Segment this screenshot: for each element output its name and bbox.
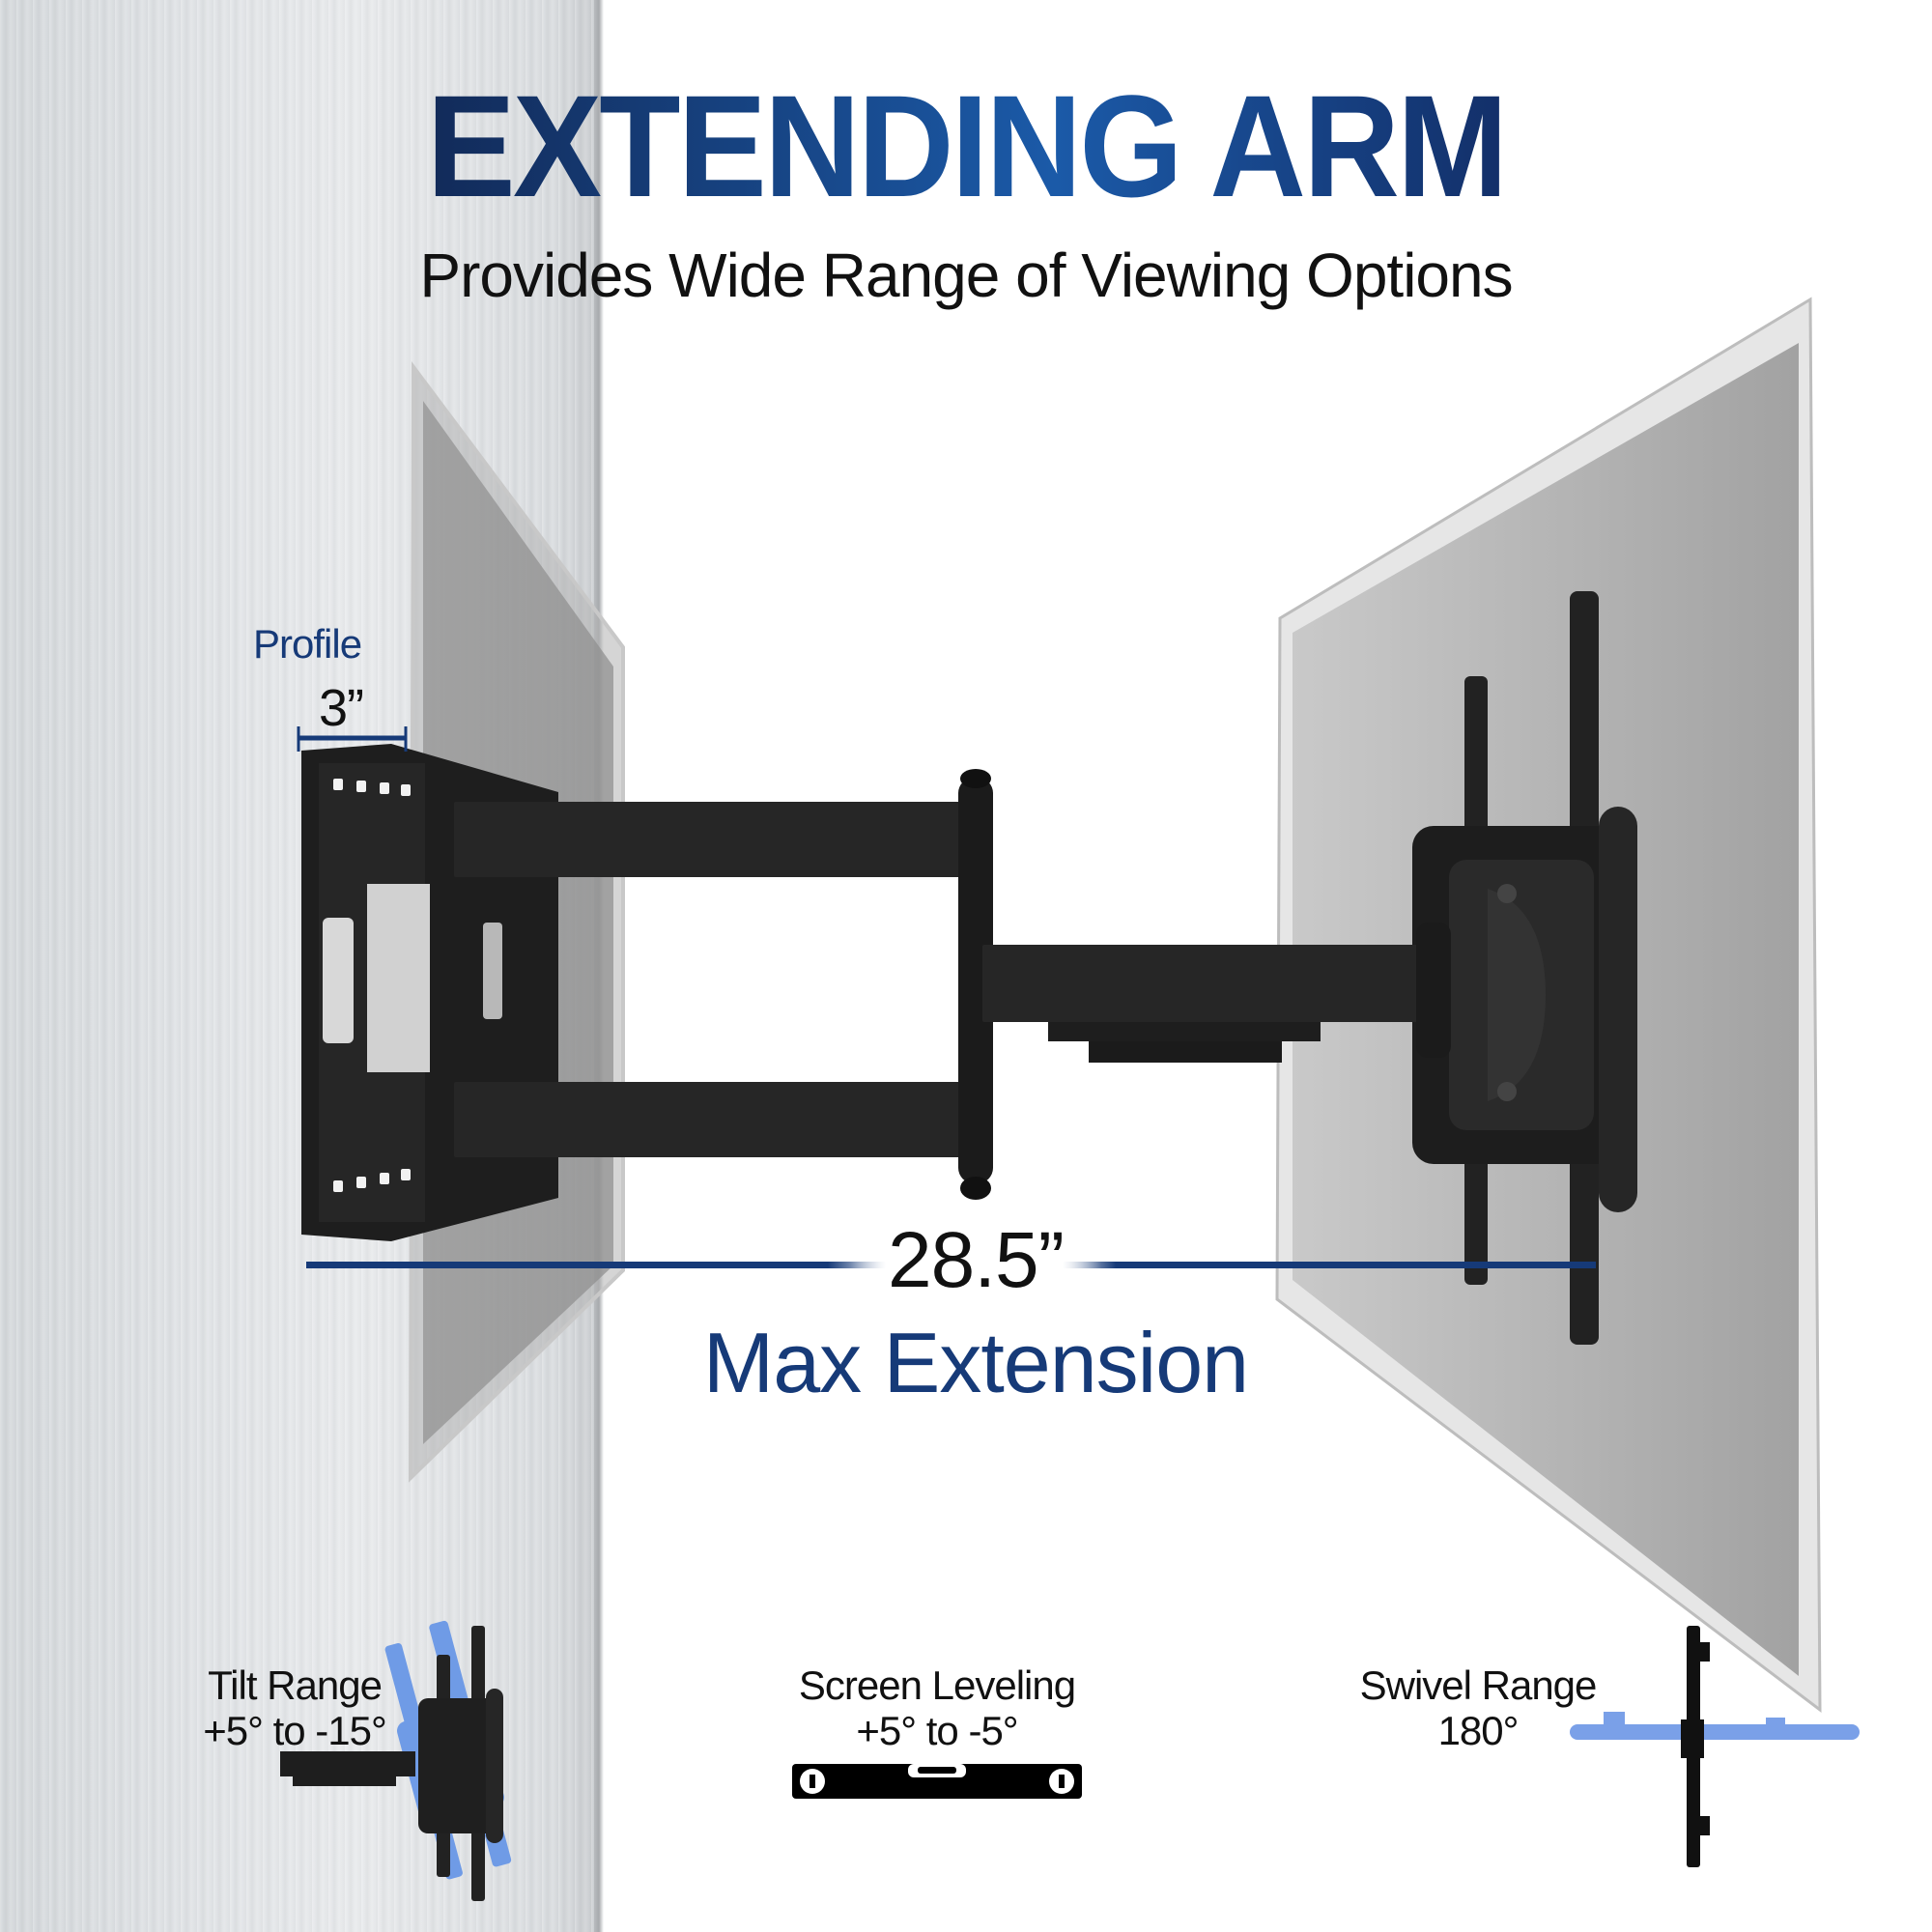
feature-title: Swivel Range	[1359, 1662, 1598, 1708]
feature-value: +5° to -5°	[856, 1708, 1018, 1753]
max-extension-label: Max Extension	[702, 1315, 1249, 1410]
page-subtitle: Provides Wide Range of Viewing Options	[419, 241, 1513, 310]
profile-value: 3”	[319, 679, 364, 737]
feature-value: +5° to -15°	[203, 1708, 387, 1753]
tilt-bracket-icon	[280, 1620, 512, 1901]
spirit-level-icon	[792, 1764, 1082, 1799]
profile-label: Profile	[253, 621, 362, 667]
first-arm	[454, 769, 993, 1200]
feature-title: Tilt Range	[208, 1662, 383, 1708]
feature-title: Screen Leveling	[798, 1662, 1076, 1708]
swivel-bracket-icon	[1570, 1626, 1860, 1867]
second-arm	[982, 923, 1451, 1063]
max-extension-value: 28.5”	[850, 1218, 1101, 1303]
feature-value: 180°	[1437, 1708, 1520, 1753]
tv-bracket	[1412, 591, 1637, 1345]
extension-dimension-line	[306, 1262, 1596, 1268]
profile-dimension-line	[297, 726, 408, 752]
page-title: EXTENDING ARM	[77, 73, 1855, 218]
